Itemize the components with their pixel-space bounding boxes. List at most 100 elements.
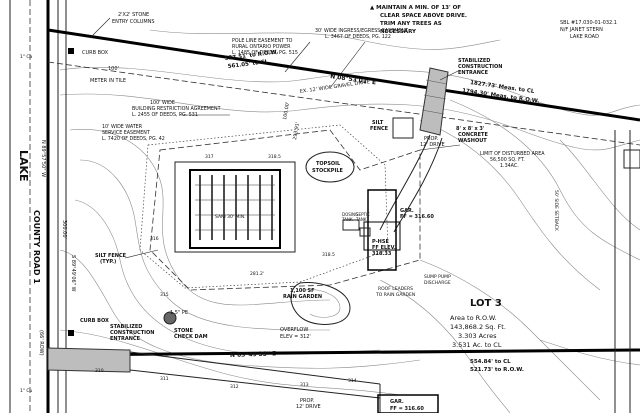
check-dam-line-2: CHECK DAM bbox=[174, 334, 208, 340]
water-easement-line-3: L. 7420 OF DEEDS, PG. 42 bbox=[102, 136, 165, 142]
pole-easement-line-1: POLE LINE EASEMENT TO bbox=[232, 38, 293, 44]
lot-line-4: 3.531 Ac. to CL bbox=[452, 341, 502, 349]
prop-drive-line-2: 12' DRIVE bbox=[420, 142, 445, 148]
silt-fence-typ-line-2: (TYP.) bbox=[100, 259, 116, 265]
prop-drive-bottom-line-1: PROP. bbox=[300, 398, 315, 404]
sump-pump-label: SUMP PUMP DISCHARGE bbox=[424, 274, 451, 286]
water-easement-line-2: SERVICE EASEMENT bbox=[102, 130, 150, 136]
contour-label-311: 311 bbox=[160, 376, 169, 382]
row-width: (66' ROW) bbox=[38, 330, 44, 356]
top-note-line-4: NECESSARY bbox=[380, 29, 417, 35]
curb-box-marker-bottom bbox=[68, 330, 74, 336]
topsoil-line-1: TOPSOIL bbox=[316, 161, 341, 167]
road-name: LAKE bbox=[17, 150, 30, 182]
rain-garden-label: 1,100 SF RAIN GARDEN bbox=[283, 288, 322, 300]
curb-box-top-label: CURB BOX bbox=[82, 50, 109, 56]
pole-easement-line-2: RURAL ONTARIO POWER bbox=[232, 44, 291, 50]
stabilized-bottom-line-1: STABILIZED bbox=[110, 324, 142, 330]
stabilized-entrance-bottom-label: STABILIZED CONSTRUCTION ENTRANCE bbox=[110, 324, 154, 342]
overflow-line-2: ELEV = 312' bbox=[280, 334, 311, 340]
ingress-easement-line-1: 30' WIDE INGRESS/EGRESS EASEMENT bbox=[315, 28, 408, 34]
disturbed-area-line-2: 56,500 SQ. FT. bbox=[490, 157, 525, 163]
water-easement-label: 10' WIDE WATER SERVICE EASEMENT L. 7420 … bbox=[102, 124, 165, 142]
prop-drive-label: PROP. 12' DRIVE bbox=[420, 136, 445, 148]
disturbed-area-line-1: LIMIT OF DISTURBED AREA bbox=[480, 151, 545, 157]
stabilized-bottom-line-2: CONSTRUCTION bbox=[110, 330, 154, 336]
road-label: COUNTY ROAD 1 bbox=[32, 210, 41, 284]
contour-label-315: 315 bbox=[160, 292, 169, 298]
neighbor-line-1: SBL #17.030-01-032.1 bbox=[560, 20, 617, 26]
garage-top-line-2: FF = 316.60 bbox=[400, 214, 434, 220]
contour-label-313: 313 bbox=[300, 382, 309, 388]
building-restriction-line-3: L. 2455 OF DEEDS, PG. 531 bbox=[132, 112, 198, 118]
stabilized-top-line-1: STABILIZED bbox=[458, 58, 490, 64]
side-setback-label: 50' SIDE SETBACK bbox=[553, 190, 559, 232]
disturbed-area-line-3: 1.34AC. bbox=[500, 163, 519, 169]
top-note: ▲ MAINTAIN A MIN. OF 13' OF CLEAR SPACE … bbox=[370, 5, 467, 35]
washout-line-3: WASHOUT bbox=[458, 138, 487, 144]
washout-line-1: 8' x 8' x 3' bbox=[456, 126, 485, 132]
neighbor-line-2: N/F JANET STERN bbox=[560, 27, 603, 33]
stabilized-entrance-top bbox=[419, 67, 449, 136]
house-label: P-HSE FF ELEV. 318.33 bbox=[372, 239, 396, 257]
elevation-3: 281.2' bbox=[250, 271, 264, 277]
lot-line-1: Area to R.O.W. bbox=[450, 314, 497, 322]
house-line-3: 318.33 bbox=[372, 251, 392, 257]
sewage-area-label: SANI 30' MIN. bbox=[215, 214, 246, 220]
lot-line-2: 143,868.2 Sq. Ft. bbox=[450, 323, 506, 331]
topsoil-label: TOPSOIL STOCKPILE bbox=[312, 161, 344, 174]
prop-drive-bottom-label: PROP. 12' DRIVE bbox=[296, 398, 321, 410]
lot-block: LOT 3 Area to R.O.W. 143,868.2 Sq. Ft. 3… bbox=[450, 298, 506, 349]
dim-side-a: 100' bbox=[108, 66, 119, 72]
house-line-2: FF ELEV. bbox=[372, 245, 396, 251]
silt-fence-line-1: SILT bbox=[372, 120, 384, 126]
silt-fence-typ-label: SILT FENCE (TYP.) bbox=[95, 253, 127, 265]
overflow-label: OVERFLOW ELEV = 312' bbox=[280, 327, 311, 340]
garage-top-line-1: GAR. bbox=[400, 208, 414, 214]
contour-label-317: 317 bbox=[205, 154, 214, 160]
driveway-bottom bbox=[47, 347, 439, 413]
dim-side-c: 100.00' bbox=[282, 101, 291, 120]
disturbed-area-label: LIMIT OF DISTURBED AREA 56,500 SQ. FT. 1… bbox=[480, 151, 545, 169]
ingress-easement-line-2: L. 3467 OF DEEDS, PG. 122 bbox=[325, 34, 391, 40]
building-restriction-label: 100' WIDE BUILDING RESTRICTION AGREEMENT… bbox=[132, 100, 221, 118]
silt-fence-line-2: FENCE bbox=[370, 126, 389, 132]
dim-300: 300.00' bbox=[61, 220, 67, 239]
topsoil-line-2: STOCKPILE bbox=[312, 168, 344, 174]
septic-line-1: DOSING bbox=[342, 212, 358, 217]
silt-fence-typ-line-1: SILT FENCE bbox=[95, 253, 127, 259]
silt-fence-label: SILT FENCE bbox=[370, 120, 389, 132]
septic2-line-2: TANK bbox=[355, 217, 367, 222]
driveway-top bbox=[379, 117, 443, 233]
bearing-west: N 89°57'50" W bbox=[40, 140, 46, 177]
garage-top-label: GAR. FF = 316.60 bbox=[400, 208, 434, 220]
top-note-line-1: ▲ MAINTAIN A MIN. OF 13' OF bbox=[370, 5, 461, 11]
building-pad bbox=[174, 161, 296, 253]
elevation-2: 318.5 bbox=[322, 252, 335, 258]
dim-side-b: 293.91' bbox=[292, 121, 301, 140]
stabilized-top-line-2: CONSTRUCTION bbox=[458, 64, 502, 70]
washout-line-2: CONCRETE bbox=[458, 132, 488, 138]
curb-box-marker-top bbox=[68, 48, 74, 54]
septic-line-2: TANK bbox=[341, 217, 353, 222]
rain-garden-line-2: RAIN GARDEN bbox=[283, 294, 322, 300]
roof-leaders-line-2: TO RAIN GARDEN bbox=[375, 292, 415, 298]
stone-columns-line-1: 2'X2' STONE bbox=[118, 12, 149, 18]
stabilized-top-line-3: ENTRANCE bbox=[458, 70, 489, 76]
ingress-easement-label: 30' WIDE INGRESS/EGRESS EASEMENT L. 3467… bbox=[315, 28, 408, 40]
overflow-line-1: OVERFLOW bbox=[280, 327, 308, 333]
roof-leaders-label: ROOF LEADERS TO RAIN GARDEN bbox=[375, 286, 415, 298]
check-dam-label: STONE CHECK DAM bbox=[174, 328, 208, 340]
stabilized-bottom-line-3: ENTRANCE bbox=[110, 336, 141, 342]
septic2-line-1: SEPTIC bbox=[356, 212, 370, 217]
rain-garden-line-1: 1,100 SF bbox=[290, 288, 315, 294]
contour-label-312: 312 bbox=[230, 384, 239, 390]
pipe-label: 1.5" PE bbox=[170, 310, 188, 316]
septic-tanks bbox=[342, 219, 371, 237]
lake-road-right bbox=[614, 130, 640, 413]
top-note-line-2: CLEAR SPACE ABOVE DRIVE. bbox=[380, 13, 467, 19]
prop-drive-line-1: PROP. bbox=[424, 136, 439, 142]
septic-label: DOSING TANK SEPTIC TANK bbox=[341, 212, 370, 222]
garage-bottom-label: GAR. FF = 316.60 bbox=[390, 399, 424, 412]
